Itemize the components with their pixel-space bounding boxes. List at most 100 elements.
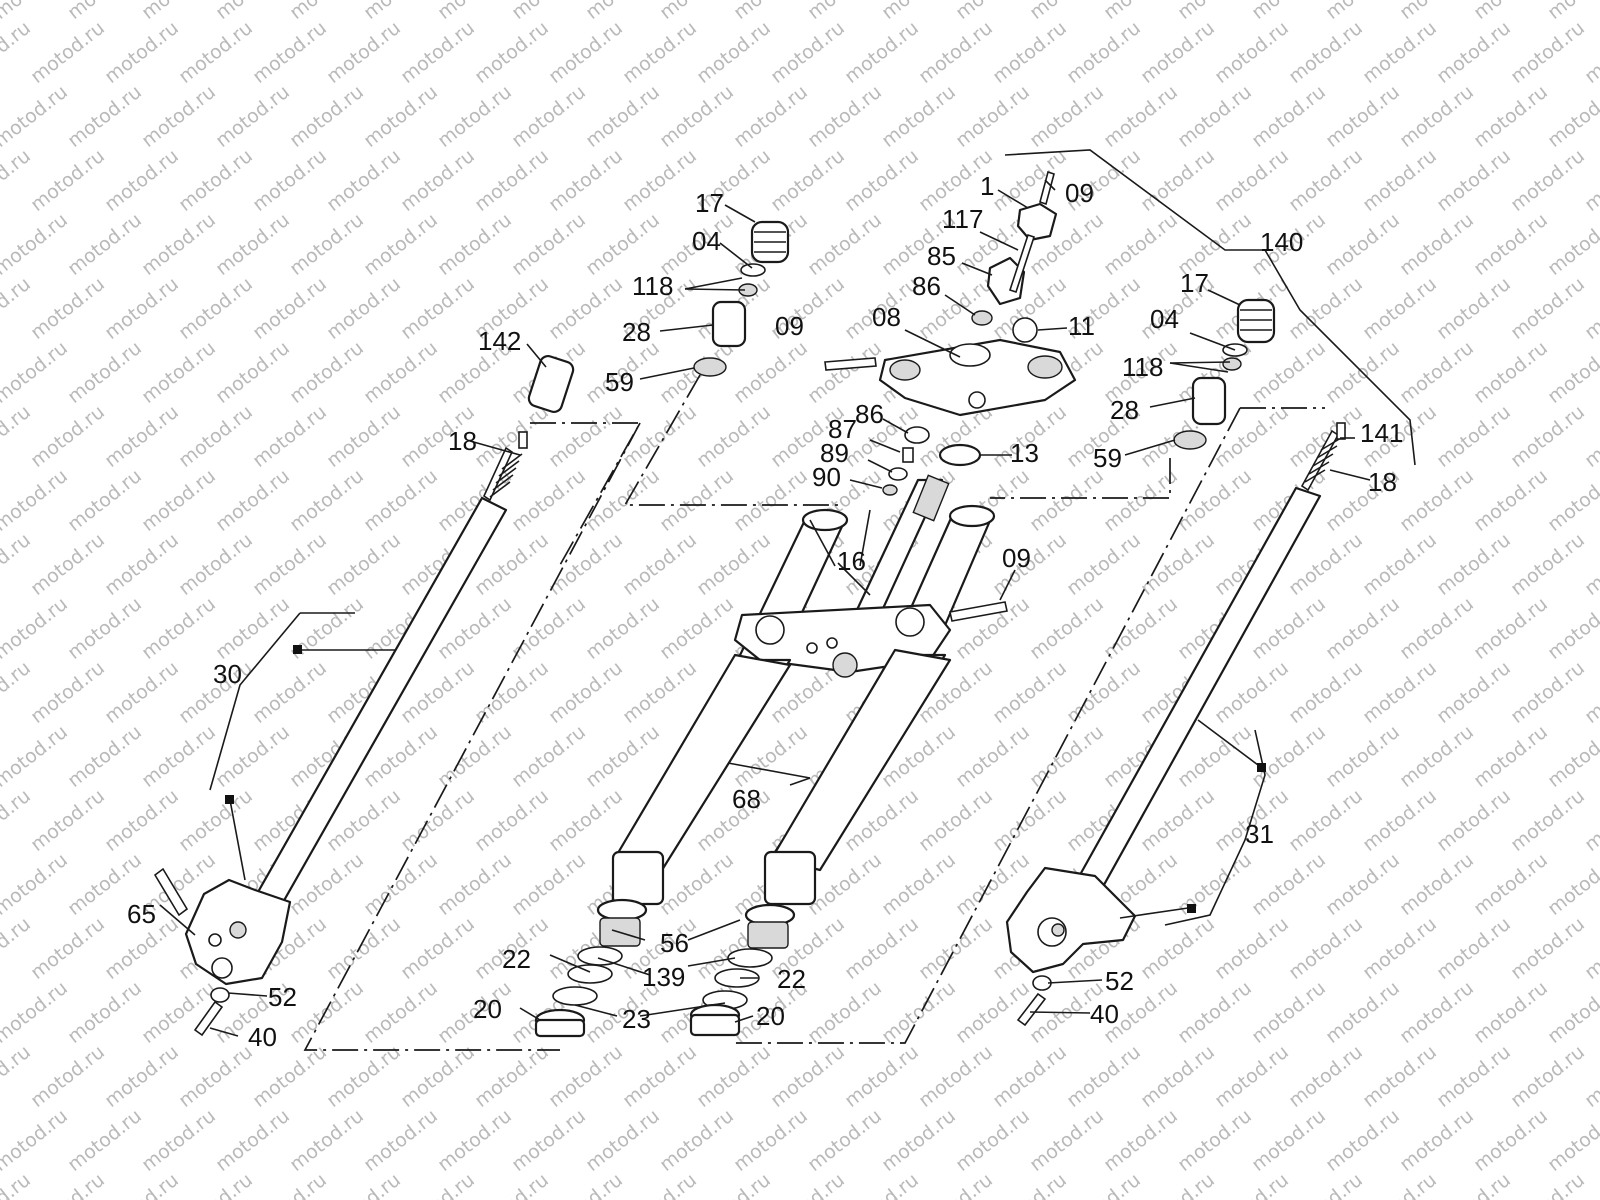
watermark-text: motod.ru (841, 1041, 923, 1112)
washer-86-top (971, 310, 993, 326)
watermark-text: motod.ru (952, 0, 1034, 24)
watermark-text: motod.ru (360, 337, 442, 408)
watermark-text: motod.ru (27, 529, 109, 600)
bushing-28-right (1191, 376, 1227, 426)
watermark-text: motod.ru (249, 401, 331, 472)
watermark-text: motod.ru (1396, 465, 1478, 536)
watermark-text: motod.ru (1359, 17, 1441, 88)
watermark-text: motod.ru (1433, 657, 1515, 728)
watermark-text: motod.ru (1544, 1105, 1600, 1176)
dashed-assembly-line-left (303, 422, 642, 1051)
seal-59-right (1173, 430, 1207, 450)
watermark-text: motod.ru (360, 465, 442, 536)
watermark-text: motod.ru (0, 0, 72, 24)
callout-23: 23 (622, 1004, 651, 1034)
watermark-text: motod.ru (1470, 465, 1552, 536)
callout-139: 139 (642, 962, 685, 992)
left-fork-cap-pin (518, 431, 528, 449)
dashed-assembly-line-center (623, 374, 840, 506)
watermark-text: motod.ru (323, 17, 405, 88)
callout-56: 56 (660, 928, 689, 958)
right-fork-leg (1005, 422, 1346, 974)
watermark-text: motod.ru (915, 1169, 997, 1200)
ring-22-right (714, 968, 760, 988)
watermark-text: motod.ru (545, 1041, 627, 1112)
bushing-56-left (596, 898, 648, 922)
watermark-text: motod.ru (1026, 1105, 1108, 1176)
watermark-text: motod.ru (508, 593, 590, 664)
watermark-text: motod.ru (212, 0, 294, 24)
watermark-text: motod.ru (1544, 337, 1600, 408)
nut-13 (938, 443, 982, 467)
watermark-text: motod.ru (582, 465, 664, 536)
watermark-text: motod.ru (397, 17, 479, 88)
watermark-text: motod.ru (1137, 1041, 1219, 1112)
watermark-text: motod.ru (471, 1169, 553, 1200)
watermark-text: motod.ru (730, 465, 812, 536)
watermark-text: motod.ru (582, 721, 664, 792)
watermark-text: motod.ru (545, 1169, 627, 1200)
watermark-text: motod.ru (619, 1041, 701, 1112)
watermark-text: motod.ru (1100, 593, 1182, 664)
watermark-text: motod.ru (27, 657, 109, 728)
nut-11 (1012, 317, 1038, 343)
watermark-text: motod.ru (693, 529, 775, 600)
callout-52-right: 52 (1105, 966, 1134, 996)
watermark-text: motod.ru (804, 0, 886, 24)
watermark-text: motod.ru (1211, 1041, 1293, 1112)
callout-140: 140 (1260, 227, 1303, 257)
watermark-text: motod.ru (1322, 593, 1404, 664)
watermark-text: motod.ru (212, 337, 294, 408)
ring-139-right (727, 948, 773, 968)
washer-118-right (1222, 357, 1242, 371)
washer-89 (888, 467, 908, 481)
watermark-text: motod.ru (360, 1105, 442, 1176)
leader-lines (159, 149, 1416, 1037)
watermark-text: motod.ru (1174, 465, 1256, 536)
watermark-text: motod.ru (434, 1105, 516, 1176)
watermark-text: motod.ru (0, 465, 72, 536)
watermark-text: motod.ru (286, 1105, 368, 1176)
watermark-text: motod.ru (1507, 913, 1589, 984)
watermark-text: motod.ru (1507, 1169, 1589, 1200)
right-cap-assembly (1173, 298, 1276, 450)
callout-11: 11 (1068, 311, 1095, 341)
watermark-text: motod.ru (1433, 273, 1515, 344)
watermark-text: motod.ru (249, 17, 331, 88)
watermark-text: motod.ru (0, 81, 72, 152)
watermark-text: motod.ru (989, 145, 1071, 216)
watermark-text: motod.ru (804, 337, 886, 408)
watermark-text: motod.ru (767, 145, 849, 216)
watermark-text: motod.ru (1248, 0, 1330, 24)
watermark-text: motod.ru (0, 977, 72, 1048)
callout-04-left: 04 (692, 226, 721, 256)
watermark-text: motod.ru (1285, 657, 1367, 728)
watermark-text: motod.ru (1359, 785, 1441, 856)
watermark-text: motod.ru (101, 1041, 183, 1112)
watermark-text: motod.ru (138, 337, 220, 408)
watermark-text: motod.ru (841, 1169, 923, 1200)
watermark-text: motod.ru (64, 337, 146, 408)
watermark-text: motod.ru (1470, 1105, 1552, 1176)
watermark-text: motod.ru (1137, 529, 1219, 600)
watermark-text: motod.ru (0, 401, 35, 472)
watermark-text: motod.ru (0, 529, 35, 600)
watermark-text: motod.ru (1285, 273, 1367, 344)
watermark-text: motod.ru (0, 145, 35, 216)
watermark-text: motod.ru (1285, 785, 1367, 856)
watermark-text: motod.ru (1359, 273, 1441, 344)
watermark-text: motod.ru (1396, 81, 1478, 152)
watermark-text: motod.ru (656, 1105, 738, 1176)
watermark-text: motod.ru (138, 1105, 220, 1176)
watermark-text: motod.ru (915, 913, 997, 984)
watermark-text: motod.ru (1248, 81, 1330, 152)
watermark-text: motod.ru (1470, 0, 1552, 24)
watermark-text: motod.ru (841, 145, 923, 216)
watermark-text: motod.ru (1322, 0, 1404, 24)
watermark-text: motod.ru (1396, 977, 1478, 1048)
watermark-text: motod.ru (175, 529, 257, 600)
watermark-text: motod.ru (989, 1169, 1071, 1200)
callout-22-left: 22 (502, 944, 531, 974)
watermark-text: motod.ru (1507, 401, 1589, 472)
watermark-text: motod.ru (0, 209, 72, 280)
